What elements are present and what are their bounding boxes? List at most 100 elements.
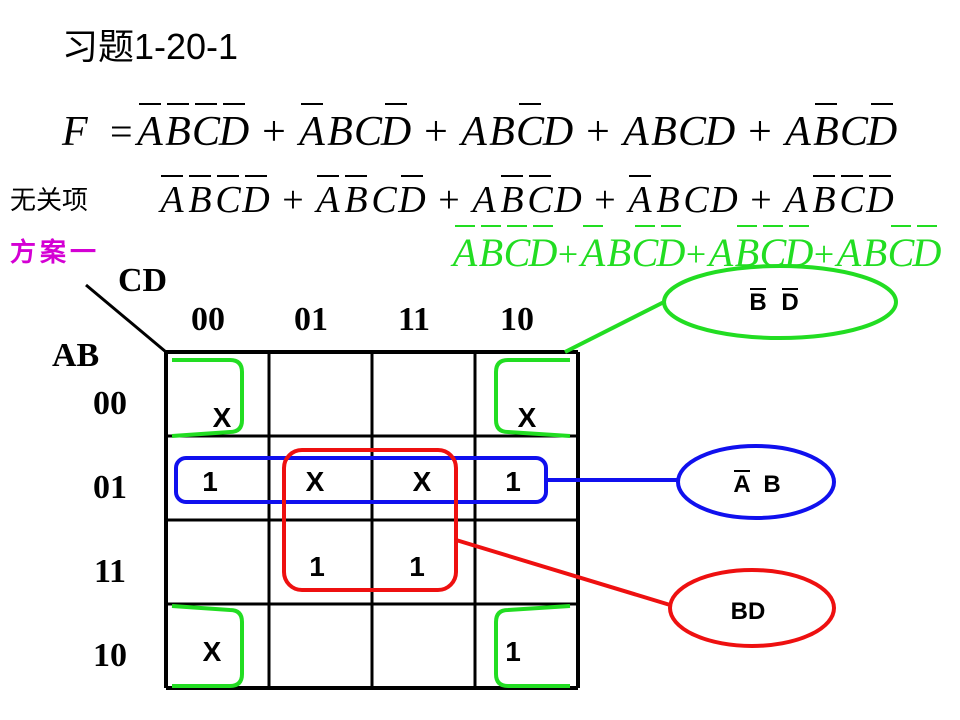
kmap-cell-value: 1 bbox=[202, 466, 218, 497]
green-result-bubble bbox=[662, 264, 898, 340]
kmap-cell-value: X bbox=[213, 402, 232, 433]
blue-result-bubble bbox=[676, 444, 836, 520]
dontcare-term-letter: D bbox=[241, 179, 269, 221]
col-header: 10 bbox=[500, 301, 534, 338]
kmap-cell-value: X bbox=[518, 402, 537, 433]
dontcare-term-letter: A bbox=[313, 179, 340, 221]
bubble-label-letter: D bbox=[781, 289, 798, 316]
dontcare-term-letter: C bbox=[215, 179, 241, 221]
dontcare-term-letter: B bbox=[500, 179, 523, 221]
cd-label: CD bbox=[118, 262, 167, 299]
solution-term-plus: + bbox=[686, 234, 706, 274]
group-green-corner bbox=[494, 358, 571, 438]
row-header: 01 bbox=[93, 469, 127, 506]
function-lhs: F bbox=[61, 109, 88, 155]
function-term-letter: C bbox=[678, 109, 707, 155]
function-term-letter: D bbox=[704, 109, 735, 155]
function-term-letter: A bbox=[296, 109, 325, 155]
dontcare-term-letter: B bbox=[812, 179, 835, 221]
red-result-bubble bbox=[668, 568, 836, 648]
group-red-outline bbox=[282, 448, 458, 592]
solution-term-letter: C bbox=[504, 230, 532, 275]
dontcare-term-letter: A bbox=[781, 179, 808, 221]
dontcare-term-letter: A bbox=[625, 179, 652, 221]
function-term-letter: C bbox=[354, 109, 383, 155]
dontcare-term-plus: + bbox=[438, 179, 459, 221]
function-term-letter: C bbox=[192, 109, 221, 155]
dontcare-term-letter: C bbox=[527, 179, 553, 221]
function-term-letter: C bbox=[516, 109, 545, 155]
function-equals: = bbox=[110, 109, 133, 154]
bubble-label-letter: B bbox=[763, 471, 780, 498]
function-term-letter: D bbox=[542, 109, 573, 155]
dontcare-term-letter: B bbox=[656, 179, 679, 221]
col-header: 01 bbox=[294, 301, 328, 338]
function-term-letter: C bbox=[840, 109, 869, 155]
solution-term-letter: A bbox=[834, 230, 862, 275]
kmap-cell-value: 1 bbox=[505, 466, 521, 497]
solution-term-letter: D bbox=[912, 230, 942, 275]
solution-term-plus: + bbox=[558, 234, 578, 274]
solution-term-letter: A bbox=[578, 230, 606, 275]
bubble-label-bd: BD bbox=[731, 598, 766, 625]
row-header: 00 bbox=[93, 385, 127, 422]
dontcare-term-letter: C bbox=[839, 179, 865, 221]
function-term-letter: B bbox=[165, 109, 191, 155]
dontcare-term-plus: + bbox=[282, 179, 303, 221]
ab-label: AB bbox=[52, 337, 99, 374]
solution-term-letter: B bbox=[607, 230, 631, 275]
kmap-cell-value: X bbox=[413, 466, 432, 497]
dontcare-term-letter: A bbox=[469, 179, 496, 221]
function-term-letter: B bbox=[489, 109, 515, 155]
green-connector bbox=[564, 300, 665, 354]
function-term-letter: D bbox=[380, 109, 411, 155]
solution-term-letter: A bbox=[706, 230, 734, 275]
kmap-cell-value: 1 bbox=[409, 551, 425, 582]
dontcare-term-letter: D bbox=[865, 179, 893, 221]
solution-term-letter: C bbox=[888, 230, 916, 275]
group-green-corner bbox=[494, 604, 571, 688]
dontcare-term-plus: + bbox=[750, 179, 771, 221]
red-connector bbox=[455, 538, 681, 610]
function-term-plus: + bbox=[262, 109, 286, 155]
function-term-letter: A bbox=[458, 109, 487, 155]
kmap-cell-value: X bbox=[306, 466, 325, 497]
dontcare-term-letter: A bbox=[157, 179, 184, 221]
solution-term-plus: + bbox=[814, 234, 834, 274]
bubble-label-letter: A bbox=[733, 471, 750, 498]
dontcare-term-letter: D bbox=[553, 179, 581, 221]
kmap-cell-value: 1 bbox=[505, 636, 521, 667]
bubble-label-letter: B bbox=[749, 289, 766, 316]
col-header: 11 bbox=[398, 301, 430, 338]
dontcare-term-plus: + bbox=[594, 179, 615, 221]
kmap-cell-value: X bbox=[203, 636, 222, 667]
function-term-letter: A bbox=[782, 109, 811, 155]
col-header: 00 bbox=[191, 301, 225, 338]
solution-term-letter: B bbox=[479, 230, 503, 275]
group-green-corner bbox=[171, 358, 244, 438]
dontcare-term-letter: B bbox=[344, 179, 367, 221]
function-term-letter: B bbox=[813, 109, 839, 155]
kmap-grid bbox=[85, 283, 580, 690]
dontcare-term-letter: C bbox=[683, 179, 709, 221]
solution-term-letter: C bbox=[632, 230, 660, 275]
dont-care-label: 无关项 bbox=[10, 186, 89, 216]
solution-term-letter: D bbox=[656, 230, 686, 275]
dontcare-term-letter: D bbox=[709, 179, 737, 221]
solution-term-letter: D bbox=[528, 230, 558, 275]
row-header: 11 bbox=[94, 553, 126, 590]
kmap-diagonal bbox=[85, 283, 167, 354]
function-term-letter: B bbox=[651, 109, 677, 155]
group-blue-outline bbox=[174, 456, 548, 504]
solution-term-letter: A bbox=[450, 230, 478, 275]
function-term-letter: D bbox=[218, 109, 249, 155]
function-term-letter: B bbox=[327, 109, 353, 155]
function-term-plus: + bbox=[586, 109, 610, 155]
row-header: 10 bbox=[93, 637, 127, 674]
dontcare-term-letter: C bbox=[371, 179, 397, 221]
